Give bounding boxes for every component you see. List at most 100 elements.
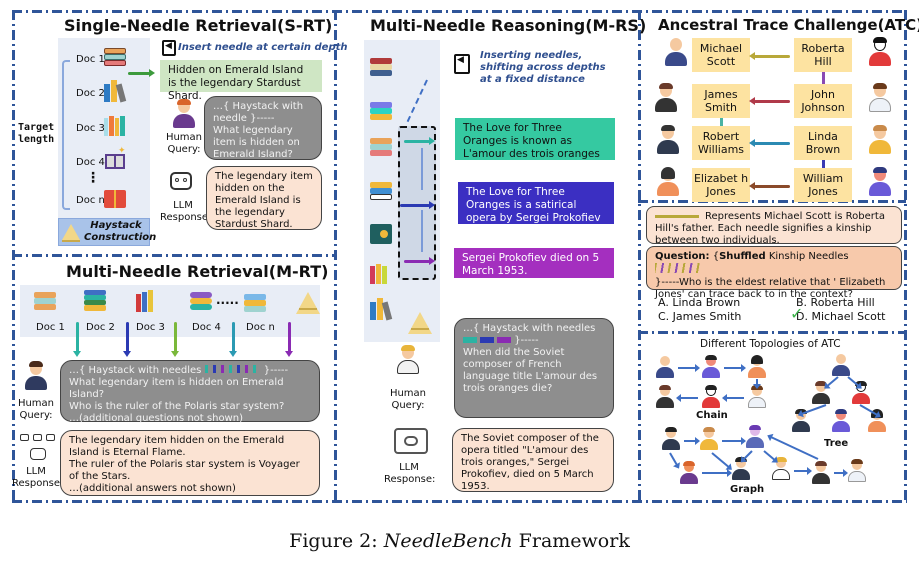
mrs-llm-label: LLM Response:	[384, 462, 436, 485]
man-avatar	[656, 125, 680, 156]
mrt-title: Multi-Needle Retrieval(M-RT)	[66, 262, 329, 281]
graph-node-avatar	[746, 425, 764, 448]
human-avatar	[172, 99, 196, 130]
border-bottom	[12, 500, 907, 503]
chain-node-avatar	[748, 385, 766, 408]
question-label: Question:	[655, 251, 710, 262]
graph-node-avatar	[662, 427, 680, 450]
chain-edge	[678, 364, 700, 372]
graph-edge	[711, 452, 730, 468]
srt-doc-label: Doc 3	[76, 123, 105, 134]
srt-query-haystack: Haystack with needle	[213, 101, 304, 124]
figure-caption: Figure 2: NeedleBench Framework	[0, 530, 919, 552]
insert-needle-icon	[162, 40, 176, 56]
graph-edge	[794, 467, 812, 475]
srt-doc-label: Doc 4	[76, 157, 105, 168]
mrs-insert-note: Inserting needles, shifting across depth…	[480, 50, 606, 85]
woman-red-avatar	[868, 37, 892, 68]
srt-doc-ellipsis: ⋮	[86, 170, 100, 186]
mrs-needle-note: The Love for Three Oranges is a satirica…	[458, 182, 614, 224]
caption-italic: NeedleBench	[383, 530, 513, 552]
books-upright-icon	[370, 262, 392, 284]
atc-name-box: Robert Williams	[692, 126, 750, 160]
fixed-distance-arrow	[421, 148, 423, 190]
haystack-icon	[408, 312, 432, 334]
graph-edge	[722, 437, 746, 445]
graph-edge	[684, 437, 700, 445]
mrs-query-bubble: …{ Haystack with needles }----- When did…	[454, 318, 614, 418]
mrs-needle-note: The Love for Three Oranges is known as L…	[455, 118, 615, 160]
atc-name-box: William Jones	[794, 168, 852, 202]
haystack-icon	[296, 292, 320, 314]
graph-edge	[669, 452, 678, 466]
llm-robot-icon	[170, 172, 192, 190]
book-stack-icon	[190, 290, 212, 312]
srt-insert-note: Insert needle at certain depth	[178, 42, 348, 53]
target-length-bracket	[62, 60, 70, 210]
graph-node-avatar	[700, 427, 718, 450]
llm-browser-robot-icon	[394, 428, 428, 454]
mrt-dots: ·····	[216, 296, 239, 310]
llm-multi-robot-icon	[20, 434, 56, 464]
srt-needle-note: Hidden on Emerald Island is the legendar…	[160, 60, 322, 102]
target-length-label: Target length	[18, 122, 55, 145]
atc-name-box: Roberta Hill	[794, 38, 852, 72]
books-colorful-icon	[104, 114, 126, 136]
tree-node-avatar	[832, 354, 850, 376]
graph-edge	[834, 469, 848, 477]
border-top	[12, 10, 907, 13]
kinship-needle-icon	[754, 100, 790, 103]
book-stack-icon	[244, 292, 266, 314]
open-book-sparkle-icon: ✦	[104, 146, 126, 170]
kinship-needle-icon	[754, 185, 790, 188]
haystack-construction-label: Haystack Construction	[84, 220, 157, 243]
srt-human-label: Human Query:	[165, 132, 203, 155]
book-stack-icon	[370, 100, 392, 122]
mrt-response-line: The legendary item hidden on the Emerald…	[69, 435, 285, 458]
needle-indigo-icon	[400, 201, 435, 209]
topology-label-tree: Tree	[824, 438, 849, 449]
shuffled-label: Shuffled	[719, 251, 766, 262]
mrt-query-line: What legendary item is hidden on Emerald…	[69, 377, 284, 400]
green-needle-icon	[128, 69, 155, 77]
atc-name-box: James Smith	[692, 84, 750, 118]
chain-edge	[724, 364, 746, 372]
srt-doc-label: Doc n	[76, 195, 105, 206]
mrt-human-label: Human Query:	[17, 398, 55, 421]
mrs-human-label: Human Query:	[389, 388, 427, 411]
graph-node-avatar	[848, 459, 866, 482]
woman-avatar	[656, 167, 680, 198]
kinship-needle-icon	[655, 214, 699, 218]
mrt-llm-label: LLM Response	[12, 466, 61, 489]
question-text: }-----Who is the eldest relative that ' …	[655, 277, 886, 300]
tree-node-avatar	[812, 381, 830, 404]
atc-name-box: Linda Brown	[794, 126, 852, 160]
atc-name-box: Michael Scott	[692, 38, 750, 72]
chain-edge	[756, 379, 758, 385]
question-open: {	[709, 251, 720, 262]
graph-node-avatar	[772, 457, 790, 480]
human-avatar	[396, 345, 420, 376]
srt-query-prefix: …{	[213, 101, 233, 112]
graph-node-avatar	[680, 461, 698, 484]
kinship-needle-vertical	[822, 72, 825, 84]
divider-srt-mrt	[12, 254, 336, 257]
kinship-needle-icon	[754, 142, 790, 145]
needle-green-icon	[171, 322, 179, 357]
mrt-query-line: Who is the ruler of the Polaris star sys…	[69, 401, 285, 412]
topology-label-chain: Chain	[696, 410, 728, 421]
mrs-response-bubble: The Soviet composer of the opera titled …	[452, 428, 614, 492]
tree-node-avatar	[832, 409, 850, 432]
divider-atc-q	[638, 200, 906, 203]
mrt-doc-label: Doc 4	[192, 322, 221, 333]
topology-label-graph: Graph	[730, 484, 765, 495]
srt-query-bubble: …{ Haystack with needle }----- What lege…	[204, 96, 322, 160]
graph-edge	[702, 469, 732, 477]
kinship-label: Kinship Needles	[765, 251, 849, 262]
needles-inline-icon	[463, 337, 511, 343]
books-upright-icon	[104, 80, 127, 103]
mrt-query-line: …(additional questions not shown)	[69, 413, 243, 424]
human-avatar	[24, 361, 48, 392]
chain-node-avatar	[656, 385, 674, 408]
mrs-needle-note: Sergei Prokofiev died on 5 March 1953.	[454, 248, 614, 278]
